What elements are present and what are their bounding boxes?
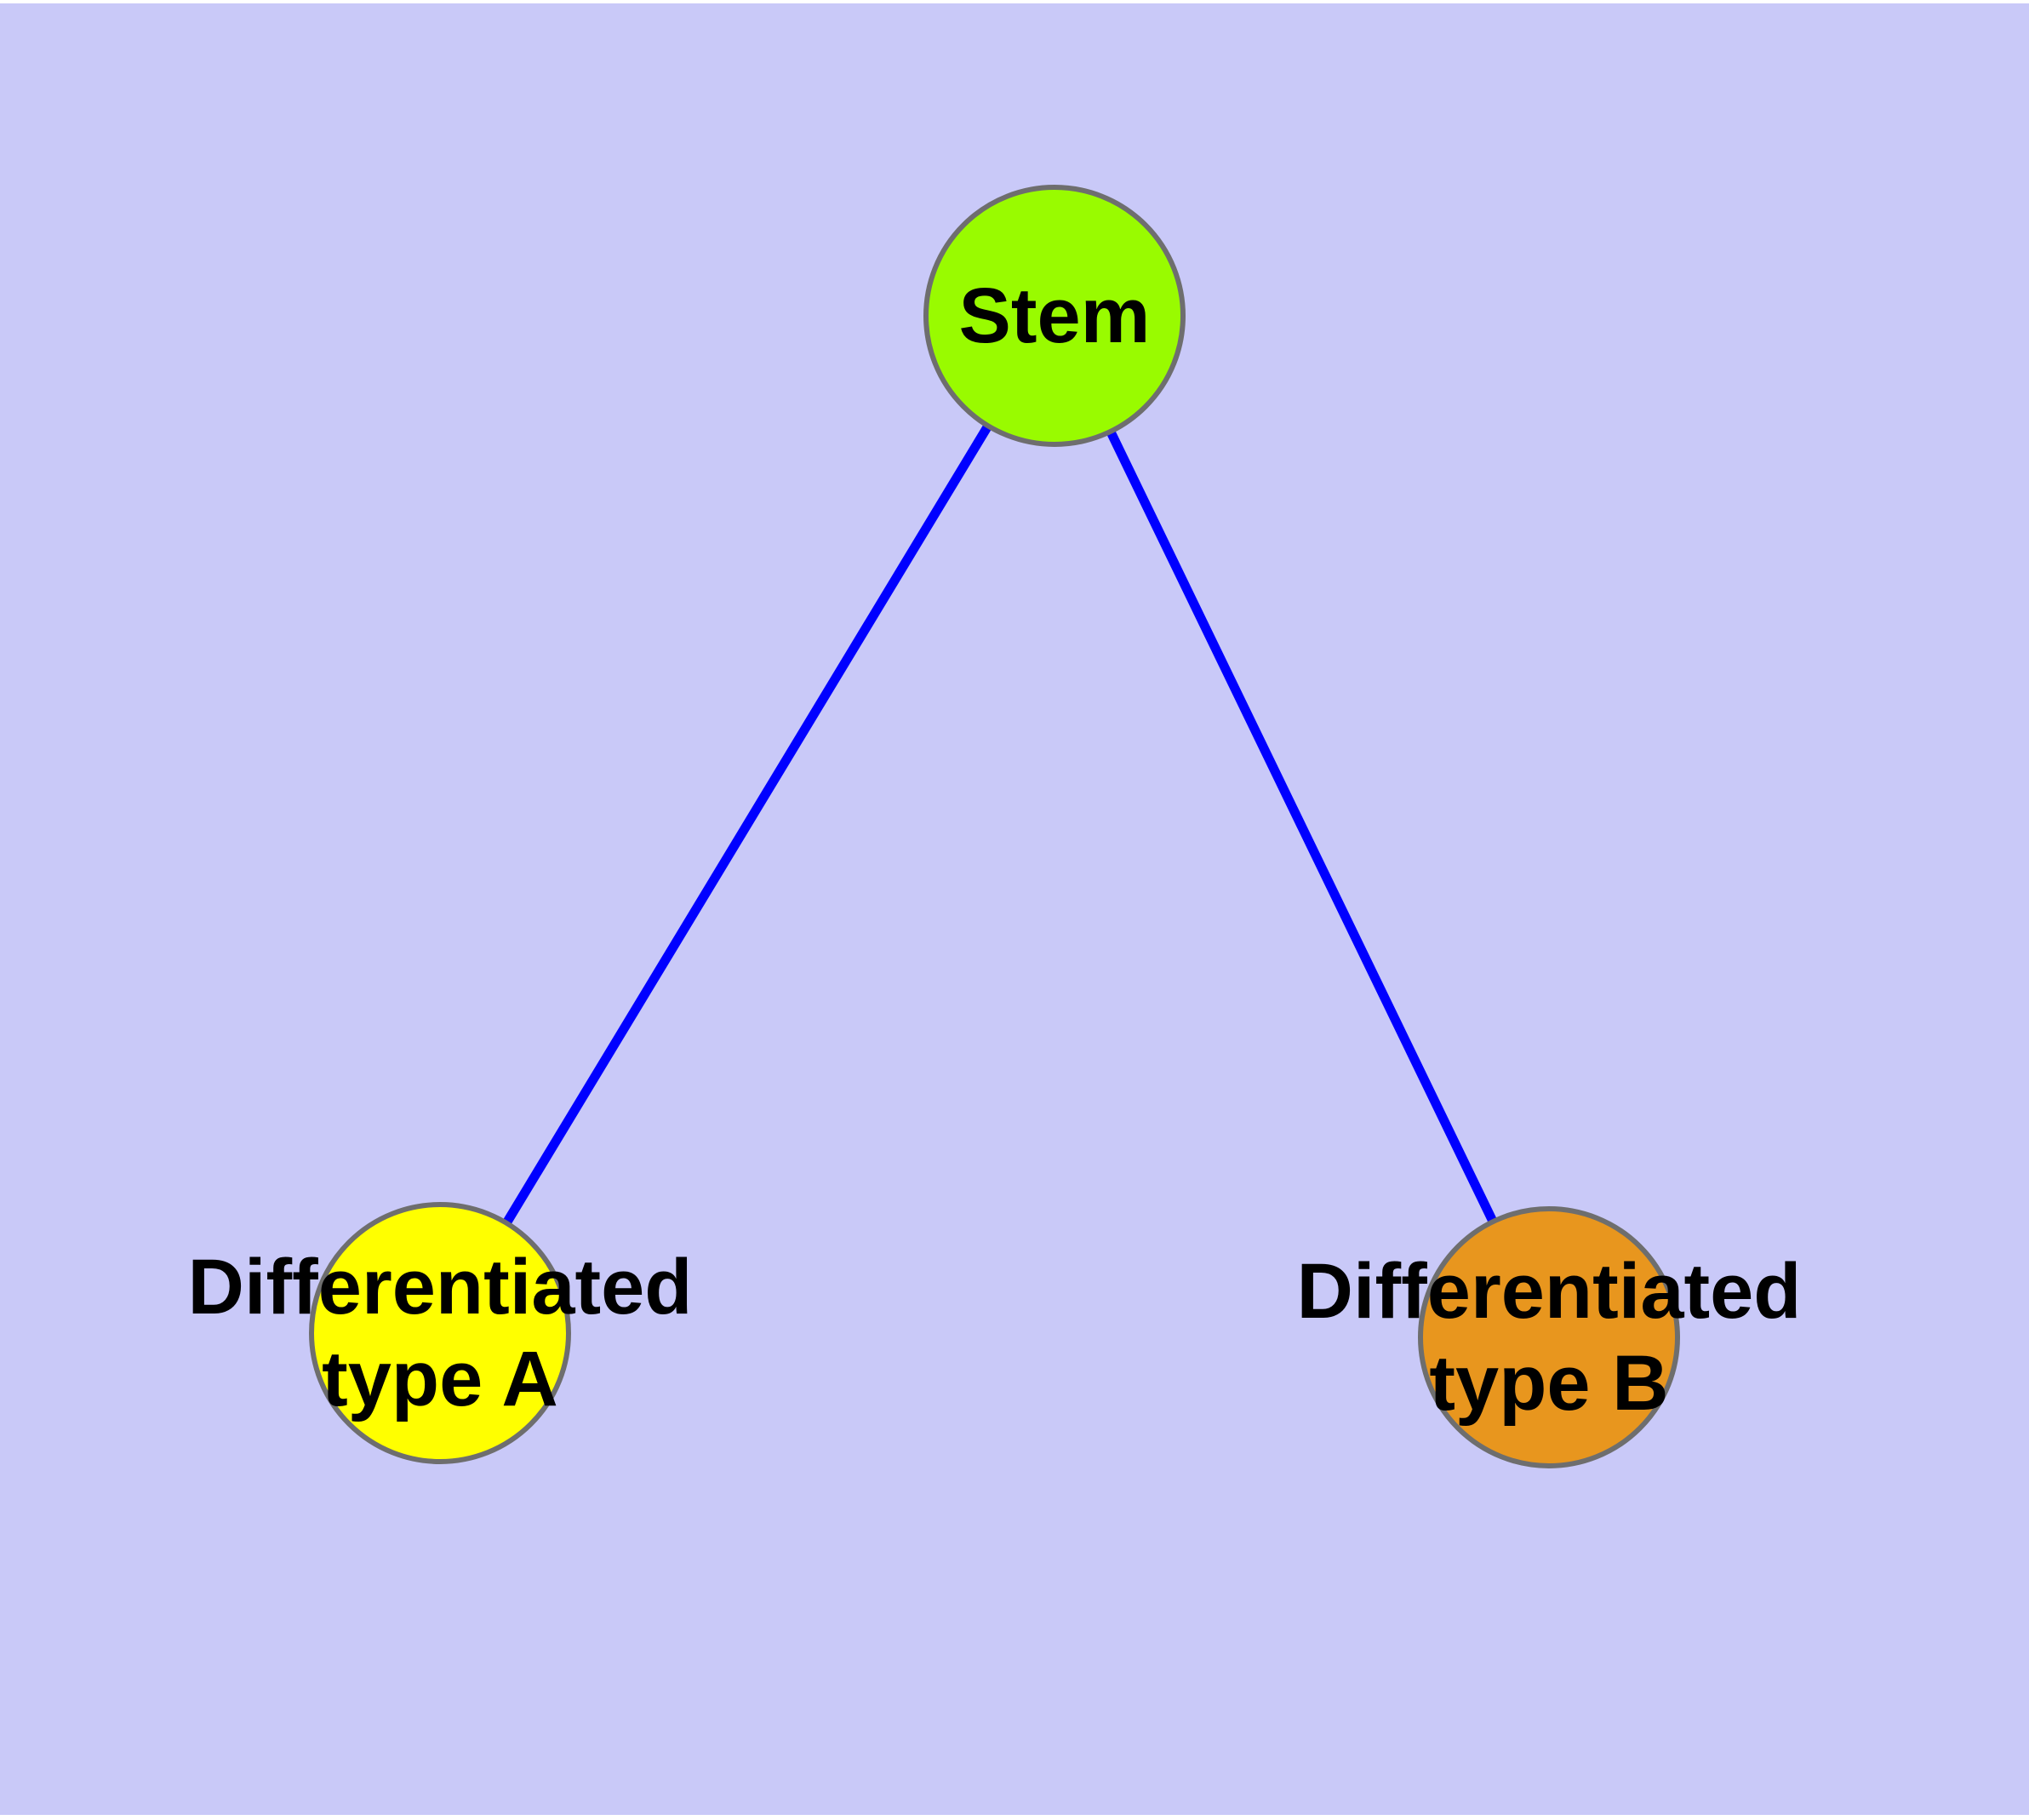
- node-label-line: Differentiated: [187, 1244, 693, 1331]
- node-label-differentiated-type-b: Differentiated type B: [1297, 1245, 1802, 1429]
- node-circle-stem[interactable]: [923, 185, 1186, 447]
- edge-stem-to-type-a: [436, 313, 1059, 1336]
- node-circle-differentiated-type-b[interactable]: [1418, 1206, 1680, 1468]
- node-label-differentiated-type-a: Differentiated type A: [188, 1241, 693, 1425]
- node-label-line: type B: [1429, 1340, 1669, 1427]
- node-circle-differentiated-type-a[interactable]: [309, 1202, 571, 1464]
- node-label-stem: Stem: [959, 270, 1151, 362]
- node-label-line: Differentiated: [1296, 1248, 1802, 1335]
- edge-stem-to-type-b: [1050, 313, 1553, 1340]
- node-label-line: Stem: [958, 272, 1151, 359]
- node-label-line: type A: [322, 1336, 558, 1422]
